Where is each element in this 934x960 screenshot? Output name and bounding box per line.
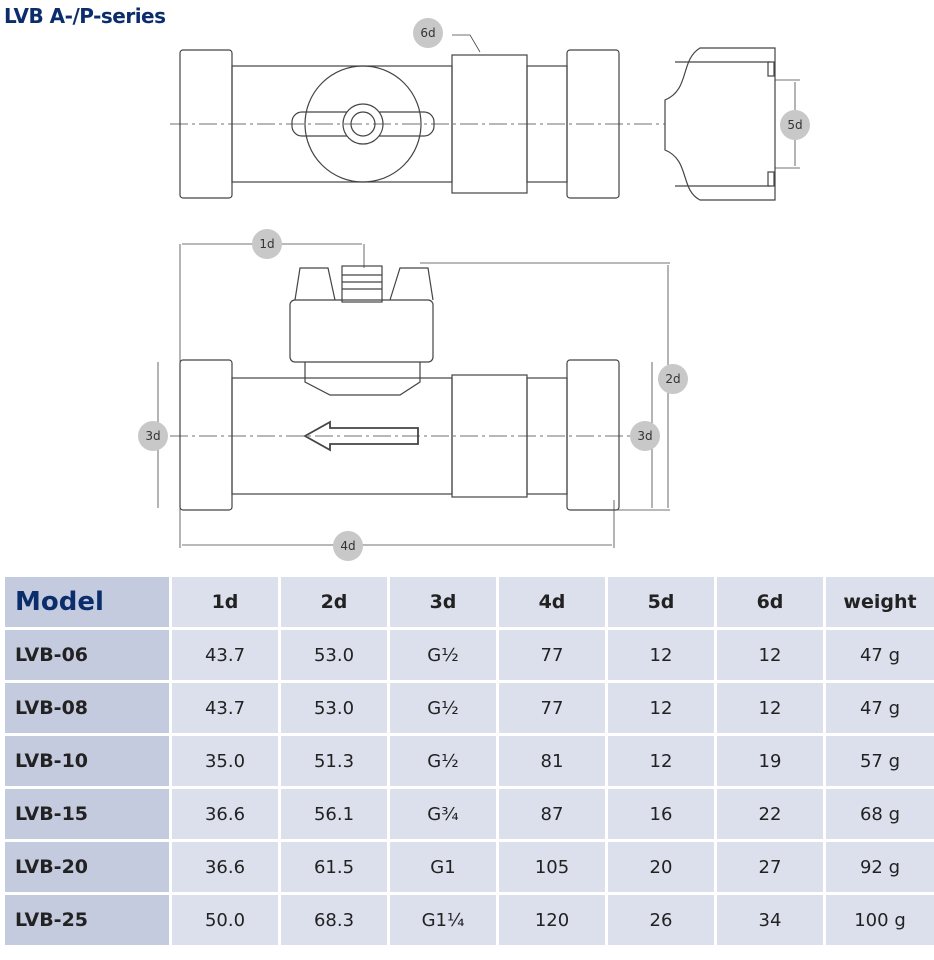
value-cell: 12 — [717, 683, 823, 733]
dim-label-4d: 4d — [340, 539, 355, 553]
dim-label-3d-right: 3d — [637, 429, 652, 443]
value-cell: 43.7 — [172, 683, 278, 733]
column-header-5d: 5d — [608, 577, 714, 627]
value-cell: G¾ — [390, 789, 496, 839]
value-cell: 12 — [608, 683, 714, 733]
value-cell: 34 — [717, 895, 823, 945]
value-cell: 47 g — [826, 683, 934, 733]
value-cell: 77 — [499, 683, 605, 733]
value-cell: 51.3 — [281, 736, 387, 786]
dim-label-5d: 5d — [787, 118, 802, 132]
value-cell: 57 g — [826, 736, 934, 786]
value-cell: 56.1 — [281, 789, 387, 839]
column-header-6d: 6d — [717, 577, 823, 627]
value-cell: 68.3 — [281, 895, 387, 945]
value-cell: 53.0 — [281, 683, 387, 733]
dim-badge-3d-right — [630, 421, 660, 451]
value-cell: 81 — [499, 736, 605, 786]
value-cell: G½ — [390, 683, 496, 733]
value-cell: 105 — [499, 842, 605, 892]
dim-badge-2d — [658, 364, 688, 394]
value-cell: 36.6 — [172, 842, 278, 892]
technical-drawing: 6d 5d 1d 2d 3d 3d 4d — [138, 18, 810, 561]
dim-badge-5d — [780, 110, 810, 140]
model-cell: LVB-25 — [5, 895, 169, 945]
section-view — [664, 47, 800, 201]
value-cell: 47 g — [826, 630, 934, 680]
value-cell: 87 — [499, 789, 605, 839]
value-cell: 19 — [717, 736, 823, 786]
value-cell: 92 g — [826, 842, 934, 892]
value-cell: 12 — [608, 630, 714, 680]
dim-label-6d: 6d — [420, 26, 435, 40]
value-cell: 12 — [717, 630, 823, 680]
value-cell: G1¼ — [390, 895, 496, 945]
value-cell: 35.0 — [172, 736, 278, 786]
column-header-3d: 3d — [390, 577, 496, 627]
dim-badge-6d — [413, 18, 443, 48]
value-cell: G½ — [390, 736, 496, 786]
dim-badge-1d — [252, 229, 282, 259]
model-cell: LVB-20 — [5, 842, 169, 892]
model-cell: LVB-08 — [5, 683, 169, 733]
column-header-2d: 2d — [281, 577, 387, 627]
model-cell: LVB-10 — [5, 736, 169, 786]
value-cell: 120 — [499, 895, 605, 945]
value-cell: 68 g — [826, 789, 934, 839]
column-header-model: Model — [5, 577, 169, 627]
value-cell: 22 — [717, 789, 823, 839]
model-cell: LVB-06 — [5, 630, 169, 680]
value-cell: 26 — [608, 895, 714, 945]
dim-label-2d: 2d — [665, 372, 680, 386]
page-title: LVB A-/P-series — [4, 4, 166, 28]
value-cell: 77 — [499, 630, 605, 680]
value-cell: 36.6 — [172, 789, 278, 839]
column-header-4d: 4d — [499, 577, 605, 627]
column-header-weight: weight — [826, 577, 934, 627]
value-cell: 100 g — [826, 895, 934, 945]
dim-badge-4d — [333, 531, 363, 561]
dim-label-3d-left: 3d — [145, 429, 160, 443]
value-cell: 43.7 — [172, 630, 278, 680]
dim-label-1d: 1d — [259, 237, 274, 251]
column-header-1d: 1d — [172, 577, 278, 627]
value-cell: 12 — [608, 736, 714, 786]
value-cell: 61.5 — [281, 842, 387, 892]
value-cell: 20 — [608, 842, 714, 892]
value-cell: 16 — [608, 789, 714, 839]
value-cell: 53.0 — [281, 630, 387, 680]
dim-badge-3d-left — [138, 421, 168, 451]
side-view — [157, 243, 670, 548]
model-cell: LVB-15 — [5, 789, 169, 839]
value-cell: G½ — [390, 630, 496, 680]
value-cell: 50.0 — [172, 895, 278, 945]
value-cell: 27 — [717, 842, 823, 892]
value-cell: G1 — [390, 842, 496, 892]
